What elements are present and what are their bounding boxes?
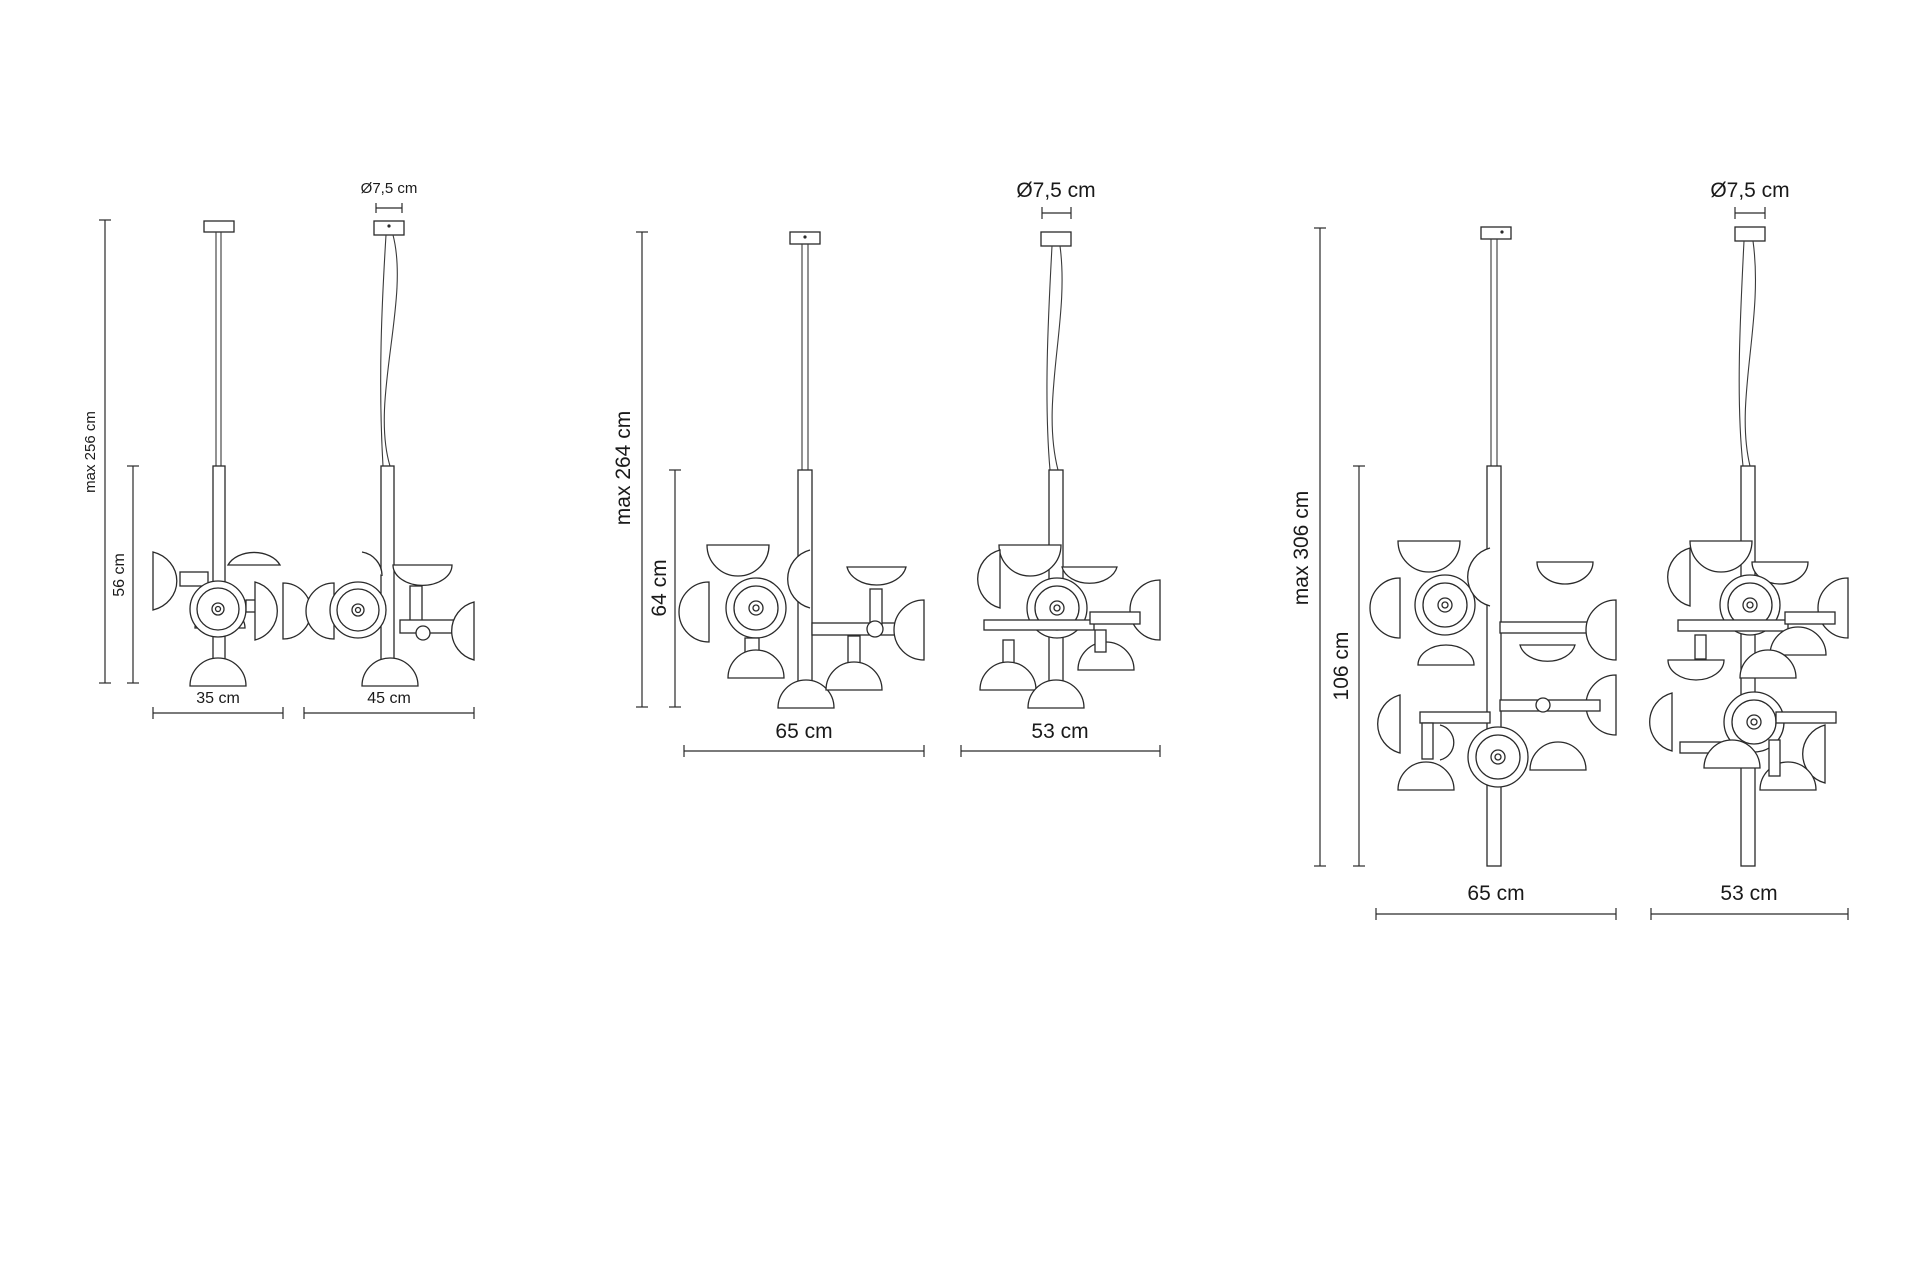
side-width-label: 45 cm [367,690,411,707]
variant-large: max 306 cm 106 cm 65 cm 53 cm Ø7,5 cm [1290,179,1849,920]
front-width-label: 35 cm [196,690,240,707]
canopy-diameter-label: Ø7,5 cm [1016,179,1095,202]
max-height-label: max 264 cm [612,411,635,525]
lamp-front-view [1369,226,1617,867]
canopy-diameter-label: Ø7,5 cm [1710,179,1789,202]
body-height-label: 106 cm [1330,632,1353,701]
max-height-dimension: max 306 cm [1290,227,1326,867]
front-width-dimension: 35 cm [152,690,284,719]
side-width-label: 53 cm [1720,882,1777,905]
front-width-dimension: 65 cm [1375,882,1617,920]
body-height-label: 56 cm [111,553,128,597]
canopy-diameter-dimension: Ø7,5 cm [361,180,418,213]
body-height-dimension: 64 cm [648,469,681,708]
variant-medium: max 264 cm 64 cm 65 cm 53 cm Ø7,5 cm [612,179,1161,757]
variant-small: max 256 cm 56 cm 35 cm 45 cm Ø7,5 cm [82,180,475,719]
canopy-diameter-dimension: Ø7,5 cm [1016,179,1096,219]
side-width-dimension: 53 cm [960,720,1161,757]
side-width-dimension: 53 cm [1650,882,1849,920]
front-width-dimension: 65 cm [683,720,925,757]
body-height-dimension: 106 cm [1330,465,1365,867]
max-height-dimension: max 264 cm [612,231,648,708]
canopy-diameter-label: Ø7,5 cm [361,180,418,197]
lamp-front-view [152,220,312,687]
lamp-side-view [1649,226,1849,867]
front-width-label: 65 cm [775,720,832,743]
lamp-side-view [305,220,475,687]
side-width-dimension: 45 cm [303,690,475,719]
lamp-front-view [678,231,925,709]
max-height-label: max 256 cm [82,411,99,493]
side-width-label: 53 cm [1031,720,1088,743]
front-width-label: 65 cm [1467,882,1524,905]
max-height-label: max 306 cm [1290,491,1313,605]
max-height-dimension: max 256 cm [82,219,111,684]
lamp-side-view [977,231,1161,709]
body-height-label: 64 cm [648,559,671,616]
body-height-dimension: 56 cm [111,465,139,684]
canopy-diameter-dimension: Ø7,5 cm [1710,179,1790,219]
